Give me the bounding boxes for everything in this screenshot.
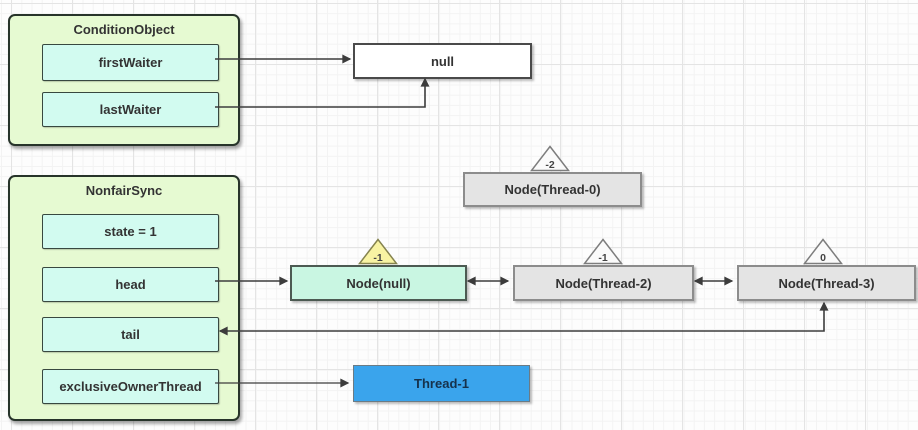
waitstatus-badge-node-thread3: 0 <box>803 238 843 265</box>
field-head: head <box>42 267 219 302</box>
arrow-tail-nodethread3 <box>218 301 829 336</box>
waitstatus-badge-node-null: -1 <box>358 238 398 265</box>
nonfair-sync-box: NonfairSync state = 1 head tail exclusiv… <box>8 175 240 421</box>
field-lastwaiter: lastWaiter <box>42 92 219 127</box>
triangle-icon <box>530 145 570 172</box>
waitstatus-badge-node-thread0: -2 <box>530 145 570 172</box>
waitstatus-value: -2 <box>545 159 555 171</box>
null-box: null <box>353 43 532 79</box>
triangle-icon <box>583 238 623 265</box>
waitstatus-value: -1 <box>373 252 383 264</box>
nonfair-sync-title: NonfairSync <box>85 183 163 198</box>
thread1-box: Thread-1 <box>353 365 530 402</box>
node-null: Node(null) <box>290 265 467 301</box>
field-exclusiveownerthread: exclusiveOwnerThread <box>42 369 219 404</box>
waitstatus-value: -1 <box>598 252 608 264</box>
node-thread3: Node(Thread-3) <box>737 265 916 301</box>
field-firstwaiter: firstWaiter <box>42 44 219 81</box>
arrow-lastwaiter-to-null <box>215 77 430 108</box>
node-thread2: Node(Thread-2) <box>513 265 694 301</box>
node-thread0: Node(Thread-0) <box>463 172 642 207</box>
triangle-icon <box>803 238 843 265</box>
field-tail: tail <box>42 317 219 352</box>
waitstatus-value: 0 <box>820 252 826 264</box>
condition-object-box: ConditionObject firstWaiter lastWaiter <box>8 14 240 146</box>
waitstatus-badge-node-thread2: -1 <box>583 238 623 265</box>
triangle-icon <box>358 238 398 265</box>
condition-object-title: ConditionObject <box>73 22 175 37</box>
field-state: state = 1 <box>42 214 219 249</box>
